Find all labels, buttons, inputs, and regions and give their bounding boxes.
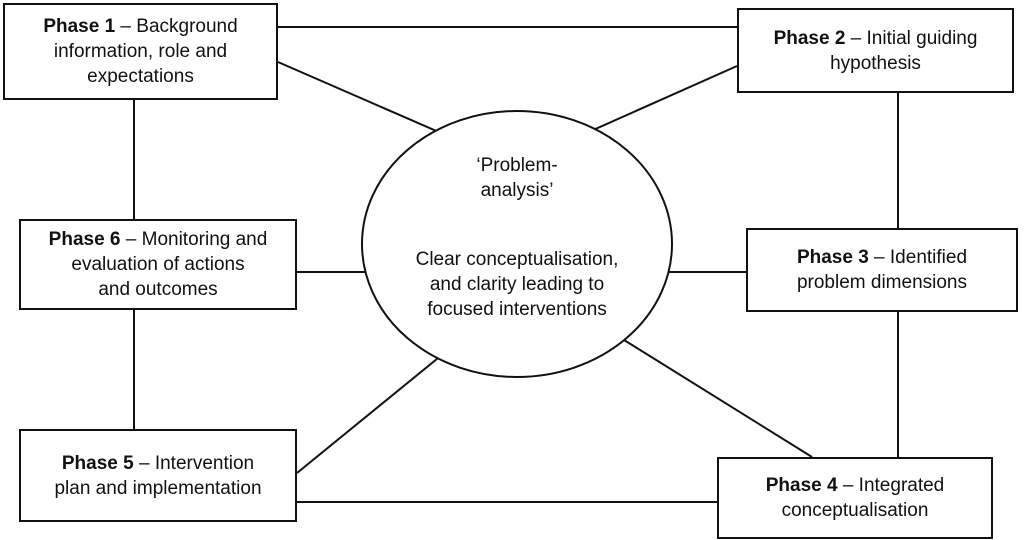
center-title: ‘Problem- analysis’ xyxy=(476,155,558,201)
phase-6-label: Phase 6 – Monitoring and evaluation of a… xyxy=(48,229,268,300)
phase-5-label: Phase 5 – Intervention plan and implemen… xyxy=(54,452,262,499)
phase-1-box: Phase 1 – Background information, role a… xyxy=(3,3,278,100)
phase-2-label: Phase 2 – Initial guiding hypothesis xyxy=(773,27,978,74)
phase-6-box: Phase 6 – Monitoring and evaluation of a… xyxy=(19,219,297,310)
center-subtitle: Clear conceptualisation, and clarity lea… xyxy=(415,249,619,320)
center-label: ‘Problem- analysis’ Clear conceptualisat… xyxy=(362,111,672,377)
phase-1-label: Phase 1 – Background information, role a… xyxy=(43,16,238,87)
center-ellipse xyxy=(361,110,673,378)
phase-4-label: Phase 4 – Integrated conceptualisation xyxy=(765,475,945,521)
spoke-phase4-center xyxy=(599,324,813,458)
phase-5-box: Phase 5 – Intervention plan and implemen… xyxy=(19,429,297,522)
phase-2-box: Phase 2 – Initial guiding hypothesis xyxy=(737,8,1014,93)
phase-3-label: Phase 3 – Identified problem dimensions xyxy=(796,247,968,293)
phase-4-box: Phase 4 – Integrated conceptualisation xyxy=(717,457,993,539)
phase-3-box: Phase 3 – Identified problem dimensions xyxy=(746,228,1018,312)
